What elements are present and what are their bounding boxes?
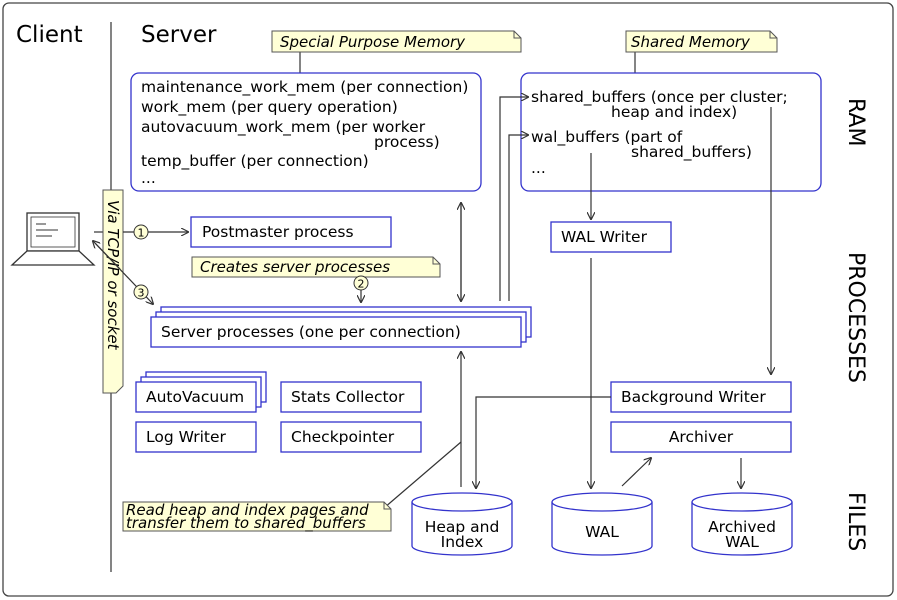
bgwriter-to-heap-arrow <box>476 396 611 488</box>
shared-memory-line: wal_buffers (part of <box>531 128 683 147</box>
autovacuum-box <box>135 381 257 413</box>
special-memory-line: temp_buffer (per connection) <box>141 152 369 171</box>
wal-cylinder <box>551 492 653 556</box>
special-memory-box <box>130 72 482 192</box>
special-purpose-note-text: Special Purpose Memory <box>280 33 466 51</box>
archived-wal-cylinder <box>691 492 793 556</box>
note-fold <box>432 257 440 265</box>
server-processes-label: Server processes (one per connection) <box>161 323 461 341</box>
postmaster-label: Postmaster process <box>202 223 354 241</box>
step3-marker <box>133 284 149 300</box>
note-fold <box>383 502 391 510</box>
read-heap-note <box>122 501 392 532</box>
checkpointer-label: Checkpointer <box>291 428 395 446</box>
shared-buffers-arrow <box>499 97 528 301</box>
note-fold <box>769 31 777 39</box>
step1-marker <box>133 224 149 240</box>
wal-writer-label: WAL Writer <box>561 228 648 246</box>
checkpointer-box <box>280 421 422 453</box>
shared-memory-line: ... <box>531 159 546 177</box>
archiver-box <box>610 421 792 453</box>
postmaster-box <box>190 216 392 248</box>
special-purpose-note <box>271 30 522 53</box>
archived-wal-label: Archived <box>708 518 776 536</box>
server-header: Server <box>141 22 217 48</box>
autovacuum-label: AutoVacuum <box>146 388 244 406</box>
stats-collector-label: Stats Collector <box>291 388 405 406</box>
archived-wal-label: WAL <box>725 533 759 551</box>
step1-label: 1 <box>138 227 145 240</box>
heap-index-label: Index <box>441 533 484 551</box>
client-header: Client <box>16 22 83 48</box>
background-writer-box <box>610 381 792 413</box>
wal-to-archiver-arrow <box>621 458 651 487</box>
archiver-label: Archiver <box>669 428 734 446</box>
special-memory-line: maintenance_work_mem (per connection) <box>141 78 468 97</box>
processes-label: PROCESSES <box>843 252 868 383</box>
special-memory-line: autovacuum_work_mem (per worker <box>141 118 426 137</box>
via-tcpip-note <box>102 189 124 394</box>
step2-marker <box>353 275 369 291</box>
shared-memory-note-text: Shared Memory <box>631 33 751 51</box>
step3-back-arrow <box>93 241 121 270</box>
server-processes-box <box>150 316 522 348</box>
log-writer-box <box>135 421 257 453</box>
step3-label: 3 <box>138 287 145 300</box>
special-memory-line: process) <box>374 133 440 151</box>
creates-note-text: Creates server processes <box>200 258 390 276</box>
background-writer-label: Background Writer <box>621 388 766 406</box>
special-memory-line: ... <box>141 169 156 187</box>
wal-writer-box <box>550 221 672 253</box>
read-heap-note-line: Read heap and index pages and <box>126 501 369 519</box>
heap-index-label: Heap and <box>425 518 500 536</box>
heap-index-cylinder <box>411 492 513 556</box>
files-label: FILES <box>843 492 868 551</box>
read-note-connector <box>383 441 462 509</box>
wal-buffers-arrow <box>508 135 528 301</box>
shared-memory-line: shared_buffers (once per cluster; <box>531 88 788 107</box>
step2-label: 2 <box>358 278 365 291</box>
ram-label: RAM <box>843 98 868 146</box>
read-heap-note-line: transfer them to shared_buffers <box>126 514 366 533</box>
creates-note <box>191 256 441 278</box>
via-tcpip-note-text: Via TCP/IP or socket <box>104 200 122 351</box>
shared-memory-line: shared_buffers) <box>631 143 752 162</box>
log-writer-label: Log Writer <box>146 428 227 446</box>
shared-memory-line: heap and index) <box>611 103 737 121</box>
laptop-icon <box>10 212 96 266</box>
special-memory-line: work_mem (per query operation) <box>141 98 398 117</box>
note-fold <box>513 31 521 39</box>
stats-collector-box <box>280 381 422 413</box>
wal-label: WAL <box>585 523 619 541</box>
shared-memory-note <box>625 30 778 53</box>
